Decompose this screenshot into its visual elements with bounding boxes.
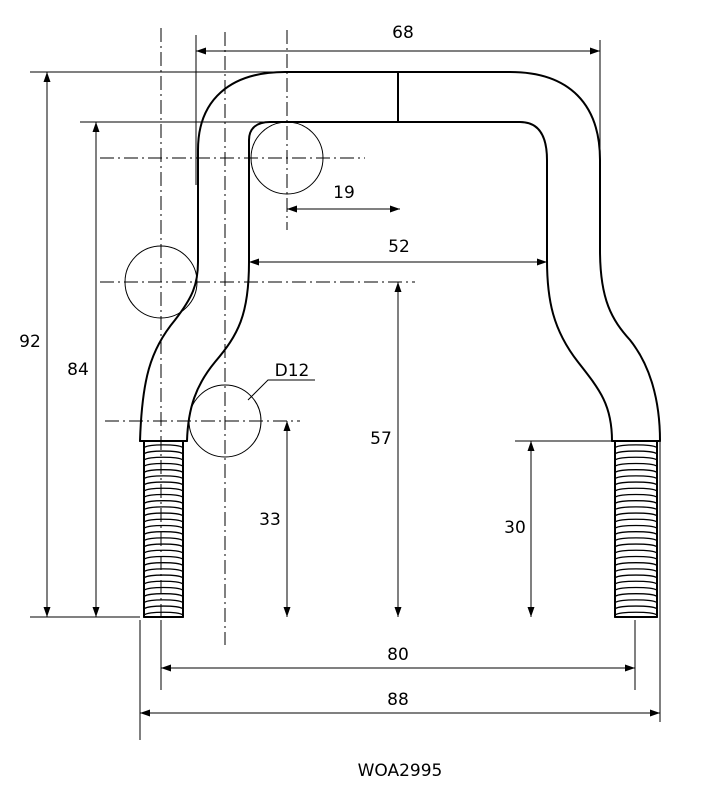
dim-30-label: 30: [504, 518, 526, 538]
thread-line: [614, 549, 658, 554]
dim-80-label: 80: [387, 645, 409, 665]
thread-line: [143, 456, 184, 461]
thread-line: [143, 562, 184, 566]
thread-line: [143, 518, 184, 523]
thread-line: [143, 586, 184, 591]
thread-line: [614, 481, 658, 486]
extension-lines: [30, 35, 661, 740]
thread-line: [614, 593, 658, 597]
thread-line: [614, 568, 658, 573]
dimension-labels: 68 19 52 92 84 57 33 30 80 88 D12 WOA299…: [19, 23, 526, 781]
outer-contour: [139, 71, 661, 442]
thread-line: [614, 462, 658, 467]
thread-line: [143, 512, 184, 517]
thread-line: [614, 444, 658, 449]
thread-line: [143, 611, 184, 616]
thread-line: [143, 593, 184, 597]
thread-line: [143, 574, 184, 579]
thread-line: [614, 555, 658, 560]
thread-line: [614, 475, 658, 480]
thread-line: [143, 605, 184, 610]
dim-92-label: 92: [19, 332, 41, 352]
thread-line: [614, 456, 658, 461]
right-thread: [611, 440, 661, 618]
thread-line: [143, 450, 184, 455]
thread-line: [143, 469, 184, 473]
thread-line: [614, 599, 658, 604]
thread-line: [143, 444, 184, 449]
thread-line: [614, 611, 658, 616]
thread-line: [143, 599, 184, 604]
thread-line: [614, 487, 658, 492]
thread-line: [614, 574, 658, 579]
thread-line: [143, 537, 184, 542]
thread-line: [614, 493, 658, 498]
thread-line: [614, 605, 658, 610]
left-thread: [139, 440, 188, 618]
thread-line: [143, 475, 184, 480]
dim-52-label: 52: [388, 237, 410, 257]
thread-line: [143, 493, 184, 498]
thread-line: [614, 524, 658, 529]
thread-line: [614, 543, 658, 548]
thread-line: [614, 518, 658, 523]
thread-line: [143, 506, 184, 511]
dim-57-label: 57: [370, 429, 392, 449]
thread-line: [614, 506, 658, 511]
dim-88-label: 88: [387, 690, 409, 710]
thread-line: [614, 500, 658, 504]
thread-line: [614, 562, 658, 566]
dim-84-label: 84: [67, 360, 89, 380]
dimension-lines: [43, 47, 660, 717]
thread-line: [143, 500, 184, 504]
diameter-label: D12: [275, 361, 310, 381]
thread-line: [143, 524, 184, 529]
thread-line: [614, 537, 658, 542]
thread-line: [143, 487, 184, 492]
thread-line: [143, 543, 184, 548]
thread-line: [143, 531, 184, 535]
thread-line: [614, 586, 658, 591]
center-lines: [100, 28, 415, 645]
drawing-code: WOA2995: [358, 761, 443, 781]
thread-line: [614, 531, 658, 535]
thread-line: [143, 481, 184, 486]
thread-line: [143, 549, 184, 554]
dim-19-label: 19: [333, 183, 355, 203]
thread-line: [614, 469, 658, 473]
thread-line: [614, 512, 658, 517]
thread-line: [614, 580, 658, 585]
thread-line: [143, 555, 184, 560]
thread-line: [143, 580, 184, 585]
dim-33-label: 33: [259, 510, 281, 530]
dim-68-label: 68: [392, 23, 414, 43]
thread-line: [143, 568, 184, 573]
thread-line: [614, 450, 658, 455]
d12-leader: [247, 379, 315, 401]
thread-line: [143, 462, 184, 467]
